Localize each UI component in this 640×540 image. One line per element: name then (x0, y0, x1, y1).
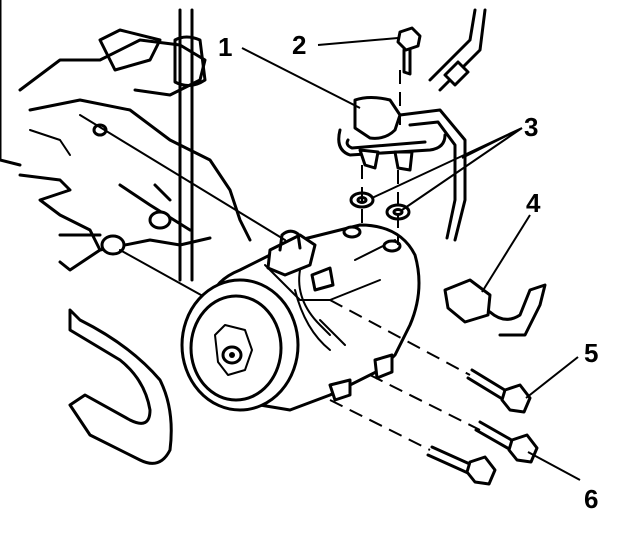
callout-numbers: 1 2 3 4 5 6 (218, 30, 598, 514)
alignment-line-upper (79, 114, 286, 241)
pressure-switch (443, 278, 547, 337)
callout-2: 2 (292, 30, 306, 60)
callout-4: 4 (526, 188, 541, 218)
callout-leaders (241, 37, 581, 481)
callout-3: 3 (524, 112, 538, 142)
manifold-bolt (396, 26, 422, 76)
callout-6: 6 (584, 484, 598, 514)
alignment-line-lower (119, 249, 211, 301)
mounting-bolt-upper (466, 368, 532, 414)
callout-1: 1 (218, 32, 232, 62)
mounting-bolt-middle (474, 420, 539, 464)
mounting-bolt-lower (426, 445, 497, 486)
compressor-clutch-pulley (180, 278, 300, 412)
callout-5: 5 (584, 338, 598, 368)
dipstick-tube (173, 8, 207, 282)
drive-belt (68, 308, 173, 465)
assembly-lines (329, 70, 481, 451)
engine-bracket (0, 0, 252, 272)
hose-manifold (337, 8, 487, 242)
compressor-connector (266, 229, 335, 336)
